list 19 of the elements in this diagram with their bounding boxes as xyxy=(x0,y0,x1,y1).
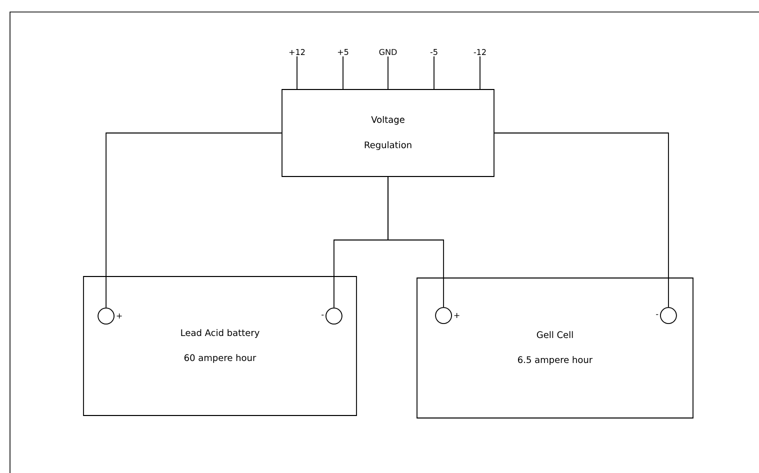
pin-label: -5 xyxy=(430,49,438,55)
terminal-sign: + xyxy=(116,314,122,319)
wire xyxy=(296,56,298,90)
pin-label: GND xyxy=(379,48,397,56)
terminal-sign: - xyxy=(656,314,658,315)
terminal-circle xyxy=(98,308,114,324)
terminal-circle xyxy=(435,307,452,324)
terminal-sign: - xyxy=(322,314,324,316)
terminal-circle xyxy=(326,308,342,324)
pin-label: +12 xyxy=(289,49,305,55)
wire xyxy=(494,132,669,308)
terminal-sign: + xyxy=(454,313,460,318)
pin-label: -12 xyxy=(474,49,486,55)
wire xyxy=(388,176,444,308)
regulator-box: Voltage Regulation xyxy=(282,89,494,177)
terminal-circle xyxy=(660,307,677,324)
pin-label: +5 xyxy=(338,49,348,55)
wire xyxy=(342,56,344,90)
wire xyxy=(106,132,282,308)
